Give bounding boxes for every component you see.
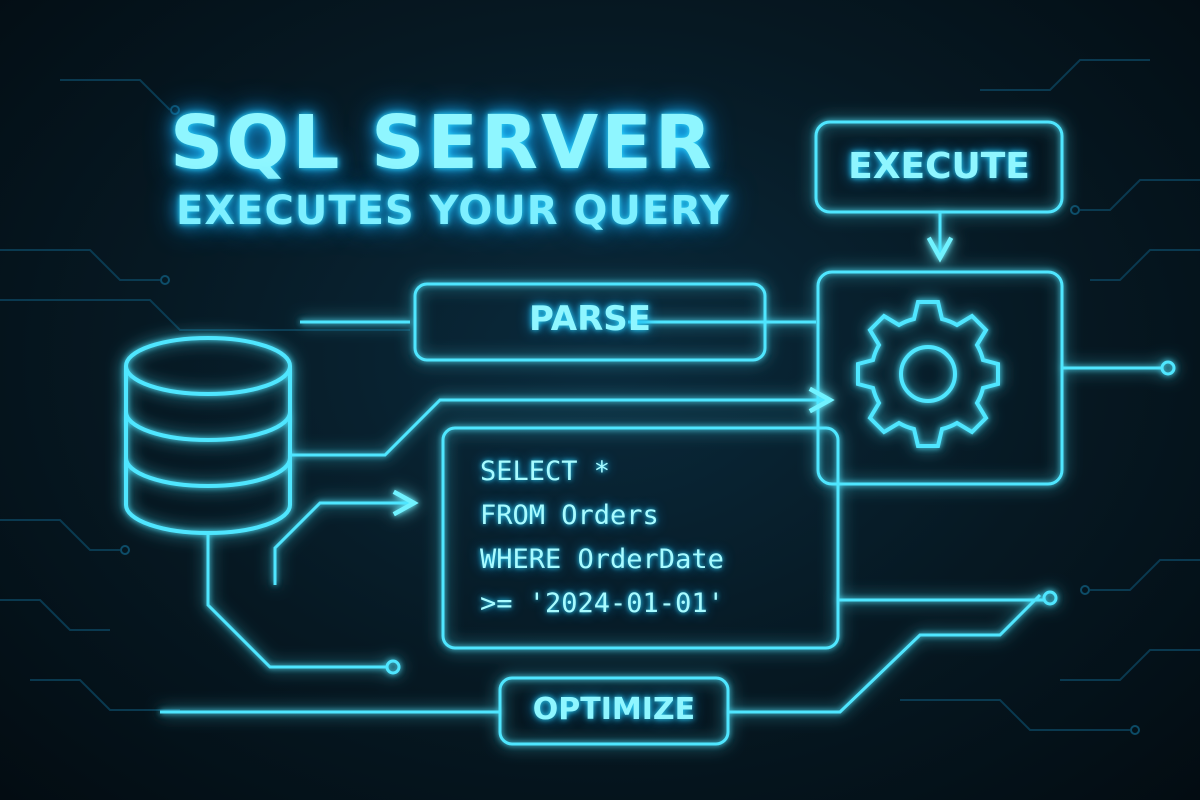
database-to-query-arrow	[273, 503, 414, 585]
database-icon	[124, 336, 292, 535]
parse-step-label: PARSE	[528, 299, 651, 339]
node-database-end	[385, 659, 401, 675]
background-circuit-nodes	[120, 105, 1140, 735]
title-subtitle: EXECUTES YOUR QUERY	[176, 188, 730, 234]
title-main: SQL SERVER	[170, 100, 715, 186]
gear-icon	[856, 300, 1000, 448]
query-line: WHERE OrderDate	[480, 544, 724, 575]
query-line: SELECT *	[480, 456, 611, 487]
engine-box	[816, 270, 1064, 486]
query-line: >= '2024-01-01'	[480, 588, 724, 619]
node-query-end	[1042, 590, 1058, 606]
sql-query-code: SELECT * FROM Orders WHERE OrderDate >= …	[480, 450, 724, 626]
background-circuit-traces	[0, 59, 1200, 731]
optimize-right-line	[728, 593, 1042, 714]
node-engine-end	[1160, 360, 1176, 376]
execute-step-label: EXECUTE	[848, 146, 1030, 187]
database-down-line	[206, 535, 386, 669]
database-to-engine-arrow	[290, 400, 830, 457]
optimize-step-label: OPTIMIZE	[532, 692, 696, 727]
query-box	[441, 426, 840, 650]
query-line: FROM Orders	[480, 500, 659, 531]
